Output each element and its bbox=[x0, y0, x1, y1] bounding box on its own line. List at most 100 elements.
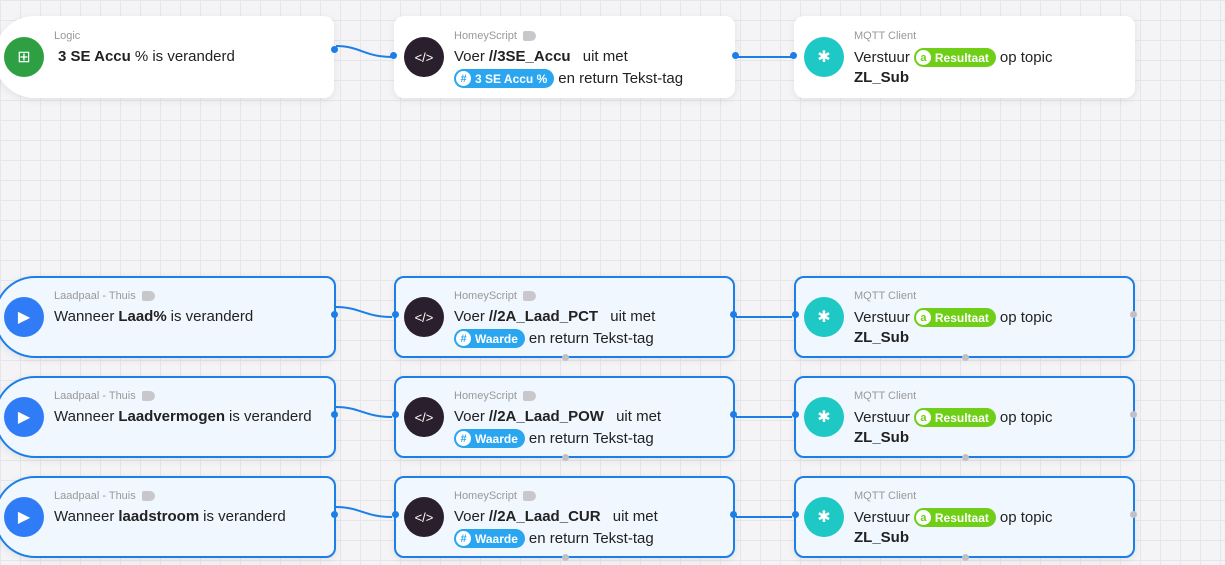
app-name: MQTT Client bbox=[854, 390, 917, 402]
tail: en return Tekst-tag bbox=[528, 330, 654, 347]
app-name: MQTT Client bbox=[854, 30, 917, 42]
app-name: HomeyScript bbox=[454, 390, 517, 402]
tag-icon bbox=[141, 491, 155, 501]
topic: ZL_Sub bbox=[854, 69, 909, 86]
error-port[interactable] bbox=[962, 354, 969, 361]
trigger-token: Laad% bbox=[118, 308, 167, 325]
tag-label: Resultaat bbox=[934, 50, 989, 65]
tag-icon bbox=[141, 391, 155, 401]
text-tag-icon: a bbox=[915, 410, 931, 425]
mqtt-icon: ✱ bbox=[804, 497, 844, 537]
output-port[interactable] bbox=[1130, 311, 1137, 318]
pre: Verstuur bbox=[854, 409, 910, 426]
input-port[interactable] bbox=[792, 511, 799, 518]
output-port[interactable] bbox=[730, 311, 737, 318]
script-name: //3SE_Accu bbox=[488, 48, 571, 65]
app-name: MQTT Client bbox=[854, 490, 917, 502]
error-port[interactable] bbox=[562, 454, 569, 461]
trigger-token: 3 SE Accu bbox=[58, 48, 131, 65]
number-tag[interactable]: #Waarde bbox=[454, 429, 525, 448]
tag-label: Waarde bbox=[475, 431, 518, 446]
input-port[interactable] bbox=[392, 511, 399, 518]
trigger-token: laadstroom bbox=[118, 508, 200, 525]
tag-icon bbox=[141, 291, 155, 301]
trigger-text: is veranderd bbox=[203, 508, 286, 525]
input-port[interactable] bbox=[792, 411, 799, 418]
prefix: Wanneer bbox=[54, 408, 115, 425]
script-name: //2A_Laad_CUR bbox=[488, 508, 601, 525]
mqtt-icon: ✱ bbox=[804, 297, 844, 337]
trigger-card[interactable]: ⊞ Logic 3 SE Accu % is veranderd bbox=[0, 16, 338, 98]
output-port[interactable] bbox=[730, 411, 737, 418]
app-name: Logic bbox=[54, 30, 81, 42]
text-tag-icon: a bbox=[915, 50, 931, 65]
hash-icon: # bbox=[456, 71, 471, 86]
error-port[interactable] bbox=[962, 554, 969, 561]
script-card[interactable]: </> HomeyScript Voer//2A_Laad_POW uit me… bbox=[392, 376, 737, 461]
script-card[interactable]: </> HomeyScript Voer//3SE_Accu uit met #… bbox=[390, 16, 739, 98]
input-port[interactable] bbox=[392, 311, 399, 318]
script-name: //2A_Laad_POW bbox=[488, 408, 604, 425]
script-card[interactable]: </> HomeyScript Voer//2A_Laad_CUR uit me… bbox=[392, 476, 737, 561]
pre: Voer bbox=[454, 508, 485, 525]
input-port[interactable] bbox=[790, 52, 797, 59]
wire bbox=[335, 406, 393, 418]
number-tag[interactable]: #3 SE Accu % bbox=[454, 69, 555, 88]
text-tag-icon: a bbox=[915, 310, 931, 325]
trigger-text: is veranderd bbox=[170, 308, 254, 325]
trigger-token: Laadvermogen bbox=[118, 408, 226, 425]
trigger-card[interactable]: ▶ Laadpaal - Thuis Wanneer Laadvermogen … bbox=[0, 376, 338, 458]
output-port[interactable] bbox=[1130, 511, 1137, 518]
output-port[interactable] bbox=[331, 311, 338, 318]
trigger-card[interactable]: ▶ Laadpaal - Thuis Wanneer Laad% is vera… bbox=[0, 276, 338, 358]
output-port[interactable] bbox=[331, 46, 338, 53]
pre: Voer bbox=[454, 48, 485, 65]
input-port[interactable] bbox=[392, 411, 399, 418]
output-port[interactable] bbox=[1130, 411, 1137, 418]
output-port[interactable] bbox=[331, 411, 338, 418]
topic: ZL_Sub bbox=[854, 529, 909, 546]
mqtt-icon: ✱ bbox=[804, 37, 844, 77]
tag-icon bbox=[522, 291, 536, 301]
code-icon: </> bbox=[404, 297, 444, 337]
mqtt-icon: ✱ bbox=[804, 397, 844, 437]
error-port[interactable] bbox=[962, 454, 969, 461]
tail: en return Tekst-tag bbox=[528, 530, 654, 547]
output-port[interactable] bbox=[331, 511, 338, 518]
prefix: Wanneer bbox=[54, 508, 115, 525]
tail: en return Tekst-tag bbox=[528, 430, 654, 447]
number-tag[interactable]: #Waarde bbox=[454, 329, 525, 348]
input-port[interactable] bbox=[792, 311, 799, 318]
number-tag[interactable]: #Waarde bbox=[454, 529, 525, 548]
post: uit met bbox=[610, 308, 656, 325]
pre: Voer bbox=[454, 308, 485, 325]
pre: Verstuur bbox=[854, 509, 910, 526]
tail: en return Tekst-tag bbox=[558, 70, 684, 87]
tag-icon bbox=[522, 491, 536, 501]
error-port[interactable] bbox=[562, 554, 569, 561]
input-port[interactable] bbox=[390, 52, 397, 59]
post: op topic bbox=[999, 409, 1053, 426]
play-icon: ▶ bbox=[4, 497, 44, 537]
script-card[interactable]: </> HomeyScript Voer//2A_Laad_PCT uit me… bbox=[392, 276, 737, 361]
post: uit met bbox=[616, 408, 662, 425]
tag-label: Waarde bbox=[475, 531, 518, 546]
output-port[interactable] bbox=[730, 511, 737, 518]
post: uit met bbox=[612, 508, 658, 525]
app-name: MQTT Client bbox=[854, 290, 917, 302]
error-port[interactable] bbox=[562, 354, 569, 361]
trigger-card[interactable]: ▶ Laadpaal - Thuis Wanneer laadstroom is… bbox=[0, 476, 338, 558]
output-port[interactable] bbox=[732, 52, 739, 59]
app-name: HomeyScript bbox=[454, 290, 517, 302]
topic: ZL_Sub bbox=[854, 429, 909, 446]
trigger-text: % is veranderd bbox=[134, 48, 235, 65]
app-name: HomeyScript bbox=[454, 30, 517, 42]
